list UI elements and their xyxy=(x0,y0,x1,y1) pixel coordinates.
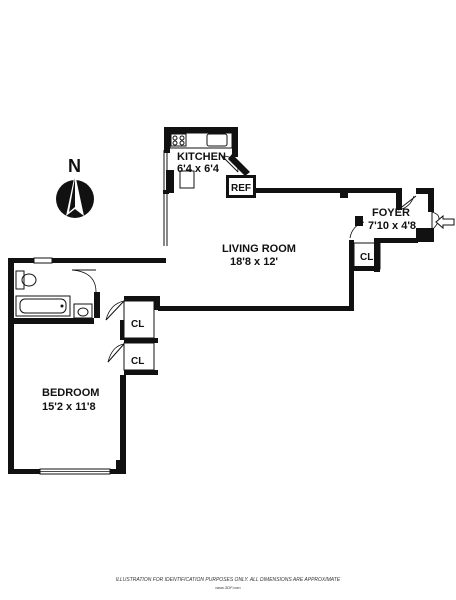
toilet-icon xyxy=(15,270,37,290)
disclaimer-text: ILLUSTRATION FOR IDENTIFICATION PURPOSES… xyxy=(116,577,341,583)
credit-text: www.3DF.com xyxy=(215,585,241,590)
living-room-name: LIVING ROOM xyxy=(222,243,296,255)
foyer-name: FOYER xyxy=(372,207,410,219)
closet-label: CL xyxy=(360,252,373,263)
foyer-closet: CL xyxy=(353,238,381,272)
compass-icon: N xyxy=(56,156,94,218)
bathtub-icon xyxy=(15,295,71,317)
refrigerator: REF xyxy=(226,175,256,198)
kitchen-dims: 6'4 x 6'4 xyxy=(177,163,220,175)
living-room-dims: 18'8 x 12' xyxy=(230,256,278,268)
kitchen-name: KITCHEN xyxy=(177,151,226,163)
entry-arrow-icon xyxy=(435,214,455,230)
compass-label: N xyxy=(68,156,81,176)
sink-icon xyxy=(73,303,93,319)
living-room: LIVING ROOM 18'8 x 12' xyxy=(158,150,400,311)
closet-label: CL xyxy=(131,356,144,367)
foyer: FOYER 7'10 x 4'8 xyxy=(368,188,455,243)
foyer-dims: 7'10 x 4'8 xyxy=(368,220,416,232)
hall-closets: CL CL xyxy=(105,296,160,375)
bedroom: BEDROOM 15'2 x 11'8 xyxy=(8,320,126,475)
ref-label: REF xyxy=(231,183,251,194)
bathroom xyxy=(8,257,166,328)
bedroom-dims: 15'2 x 11'8 xyxy=(42,401,96,413)
kitchen: KITCHEN 6'4 x 6'4 xyxy=(164,127,250,193)
closet-label: CL xyxy=(131,319,144,330)
bedroom-name: BEDROOM xyxy=(42,387,99,399)
